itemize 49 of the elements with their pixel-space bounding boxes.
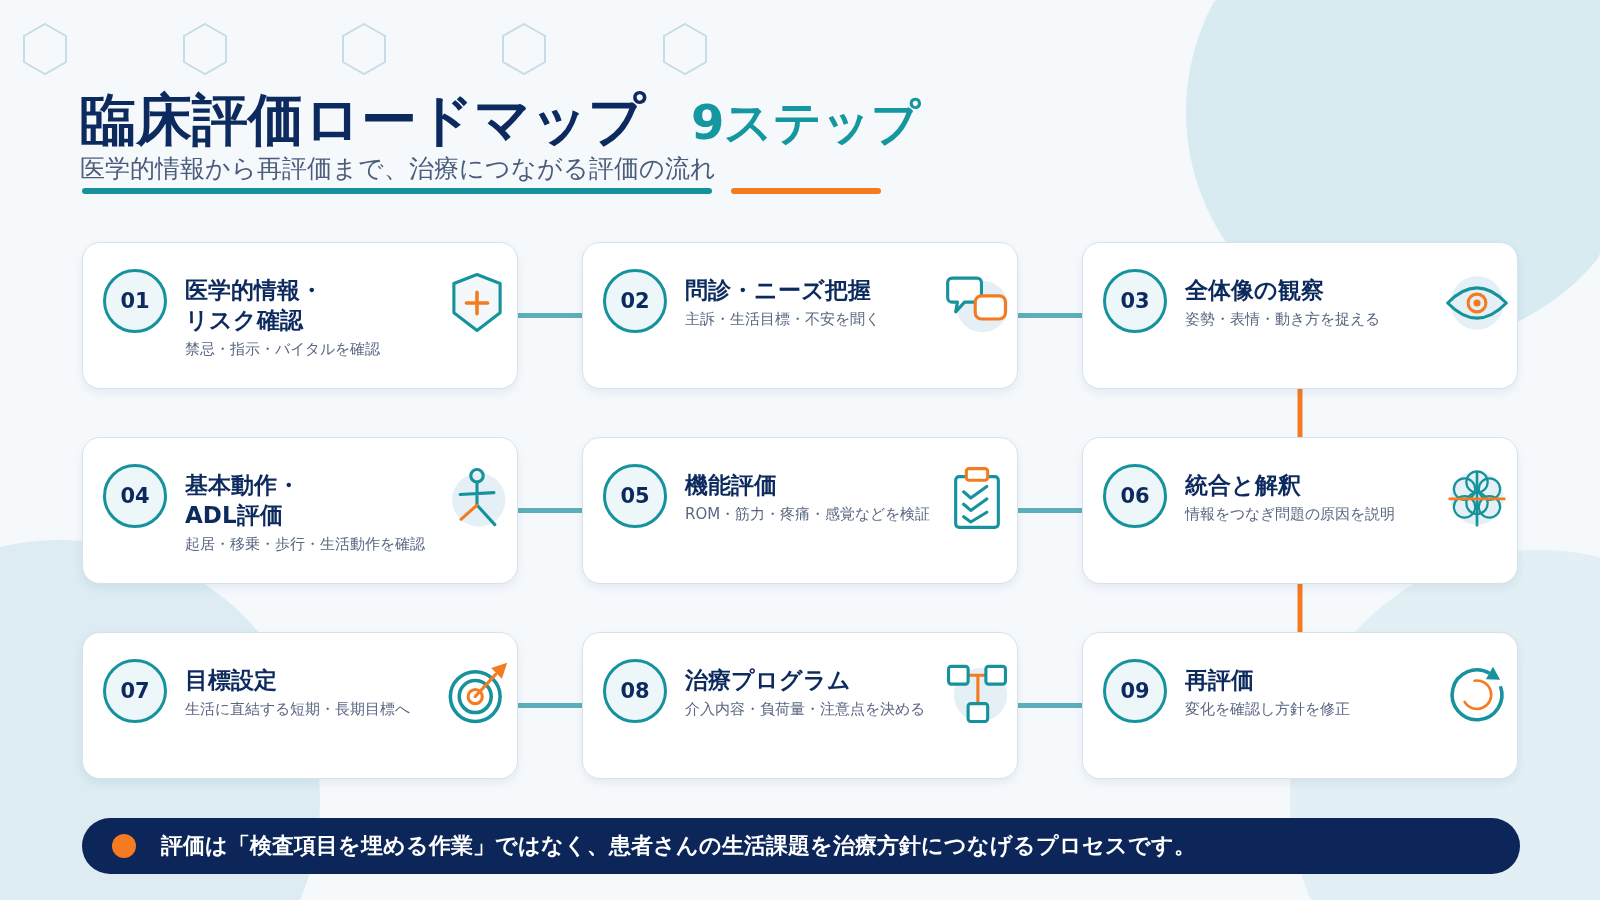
note-text: 評価は「検査項目を埋める作業」ではなく、患者さんの生活課題を治療方針につなげるプロセスです。 xyxy=(161,832,1196,860)
number-circle: 01 xyxy=(103,269,167,333)
step-title: 基本動作・ADL評価 xyxy=(185,471,301,530)
step-card xyxy=(582,632,1018,779)
number-circle: 07 xyxy=(103,659,167,723)
step-description: 生活に直結する短期・長期目標へ xyxy=(185,699,410,720)
step-card xyxy=(82,437,518,584)
note-banner xyxy=(82,818,1520,874)
step-description: 介入内容・負荷量・注意点を決める xyxy=(685,699,925,720)
connector-line xyxy=(1018,508,1082,513)
step-card xyxy=(1082,632,1518,779)
step-title: 治療プログラム xyxy=(685,666,851,695)
connector-line xyxy=(518,313,582,318)
step-description: 主訴・生活目標・不安を聞く xyxy=(685,309,880,330)
step-title: 全体像の観察 xyxy=(1185,276,1324,305)
title: 臨床評価ロードマップ xyxy=(80,88,645,152)
step-description: 姿勢・表情・動き方を捉える xyxy=(1185,309,1380,330)
connector-line xyxy=(518,703,582,708)
step-title: 問診・ニーズ把握 xyxy=(685,276,871,305)
step-card xyxy=(82,242,518,389)
number-circle: 09 xyxy=(1103,659,1167,723)
step-title: 目標設定 xyxy=(185,666,277,695)
number-circle: 02 xyxy=(603,269,667,333)
step-title: 再評価 xyxy=(1185,666,1254,695)
step-title: 統合と解釈 xyxy=(1185,471,1301,500)
connector-line xyxy=(1297,389,1303,437)
step-card xyxy=(1082,437,1518,584)
step-card xyxy=(582,242,1018,389)
number-circle: 04 xyxy=(103,464,167,528)
step-title: 機能評価 xyxy=(685,471,777,500)
subtitle: 医学的情報から再評価まで、治療につながる評価の流れ xyxy=(80,153,716,185)
step-card xyxy=(82,632,518,779)
connector-line xyxy=(518,508,582,513)
step-description: ROM・筋力・疼痛・感覚などを検証 xyxy=(685,504,931,525)
step-card xyxy=(1082,242,1518,389)
step-description: 起居・移乗・歩行・生活動作を確認 xyxy=(185,534,425,555)
number-circle: 03 xyxy=(1103,269,1167,333)
connector-line xyxy=(1018,703,1082,708)
step-count: 9ステップ xyxy=(691,93,921,152)
step-description: 変化を確認し方針を修正 xyxy=(1185,699,1350,720)
number-circle: 08 xyxy=(603,659,667,723)
number-circle: 05 xyxy=(603,464,667,528)
connector-line xyxy=(1018,313,1082,318)
step-card xyxy=(582,437,1018,584)
step-description: 禁忌・指示・バイタルを確認 xyxy=(185,339,380,360)
connector-line xyxy=(1297,584,1303,632)
step-title: 医学的情報・リスク確認 xyxy=(185,276,324,335)
step-description: 情報をつなぎ問題の原因を説明 xyxy=(1185,504,1395,525)
number-circle: 06 xyxy=(1103,464,1167,528)
